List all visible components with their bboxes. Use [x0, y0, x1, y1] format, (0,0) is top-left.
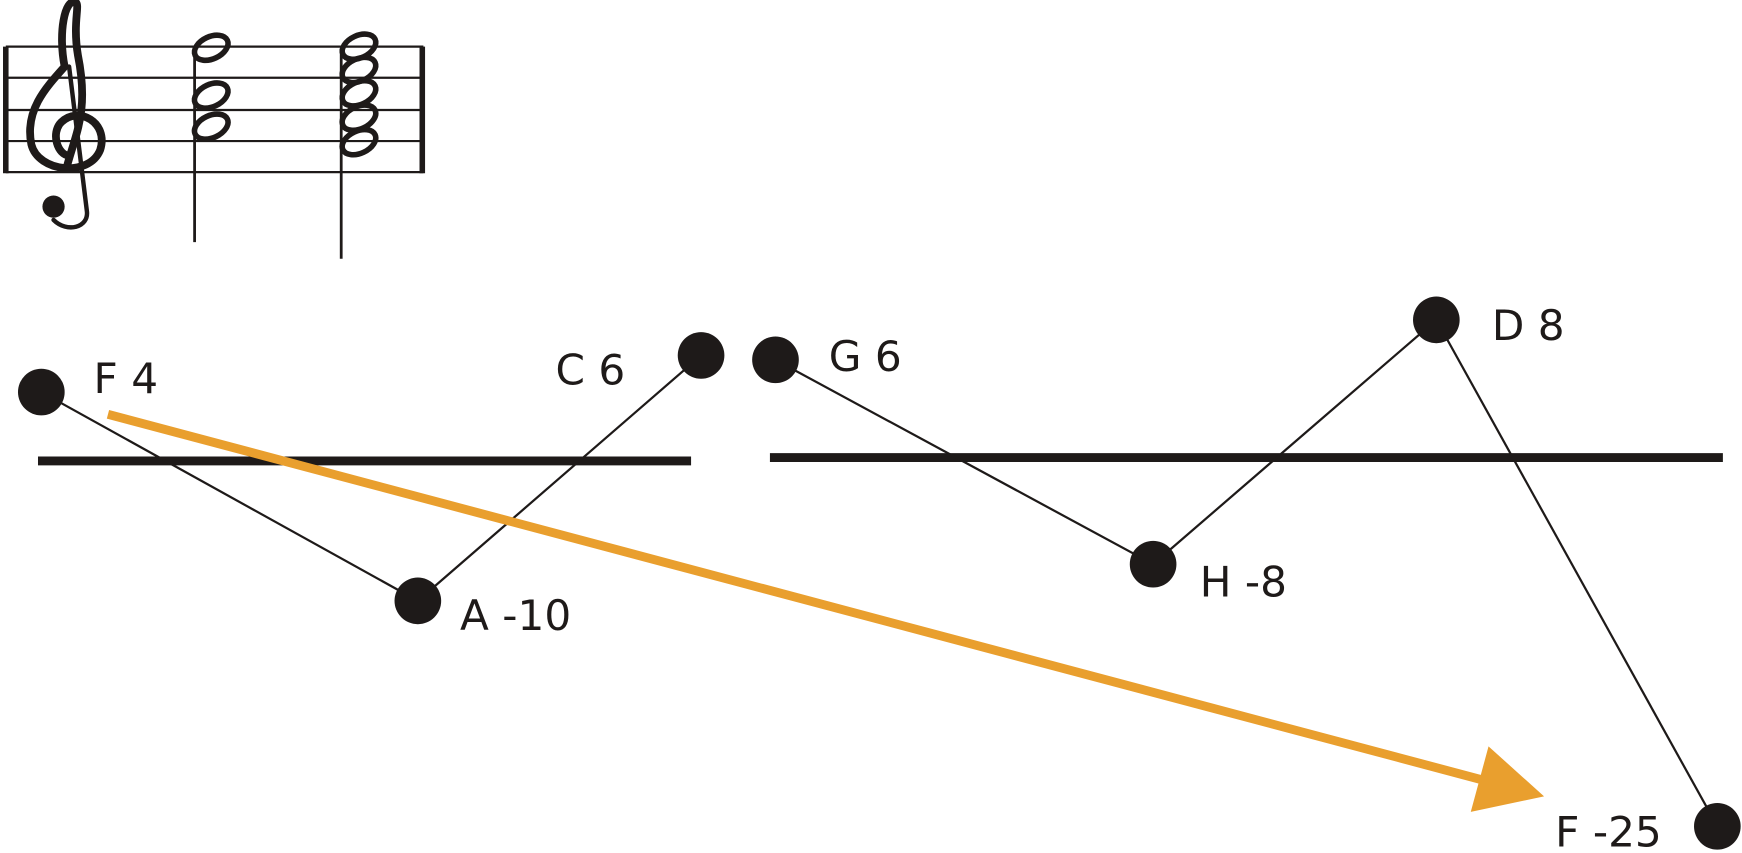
label-a-10: A -10: [460, 591, 571, 640]
label-f-25: F -25: [1555, 807, 1662, 853]
whole-note: [191, 80, 231, 111]
treble-clef-icon: [26, 0, 106, 230]
orange-arrow: [106, 409, 1545, 812]
whole-note: [191, 111, 231, 142]
contour-lines: [40, 319, 1719, 827]
clef-dot: [42, 195, 65, 218]
point-g6: [752, 336, 799, 384]
whole-note: [339, 126, 379, 158]
chord-1: [191, 32, 231, 243]
label-h-8: H -8: [1200, 557, 1287, 606]
point-c6: [677, 332, 725, 379]
whole-note: [191, 32, 231, 64]
point-f-25: [1694, 803, 1741, 850]
label-g6: G 6: [829, 332, 902, 381]
point-d8: [1413, 296, 1460, 344]
label-d8: D 8: [1492, 301, 1565, 350]
chord-2: [339, 31, 379, 259]
label-c6: C 6: [556, 345, 626, 394]
point-h-8: [1129, 540, 1177, 588]
point-a-10: [394, 577, 442, 625]
label-f4: F 4: [94, 354, 159, 403]
point-f4: [18, 368, 65, 416]
